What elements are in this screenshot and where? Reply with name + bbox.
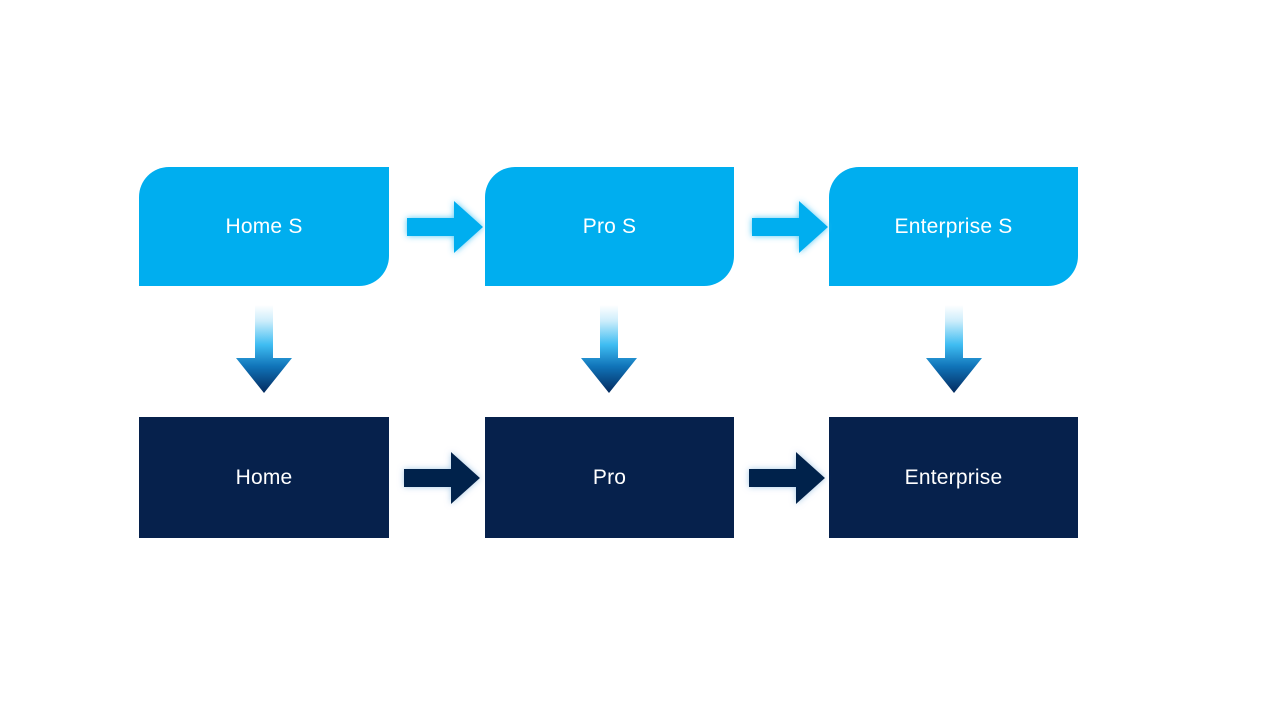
node-pro-s[interactable]: Pro S: [485, 167, 734, 286]
node-home-s-label: Home S: [225, 214, 303, 238]
node-pro[interactable]: Pro: [485, 417, 734, 538]
node-home-s[interactable]: Home S: [139, 167, 389, 286]
arrow-pro-s-to-enterprise-s-icon: [750, 198, 830, 256]
arrow-pro-to-enterprise-icon: [747, 449, 827, 507]
arrow-enterprise-s-to-enterprise-icon: [923, 305, 985, 395]
arrow-home-to-pro-icon: [402, 449, 482, 507]
node-enterprise-s[interactable]: Enterprise S: [829, 167, 1078, 286]
node-home[interactable]: Home: [139, 417, 389, 538]
arrow-home-s-to-pro-s-icon: [405, 198, 485, 256]
node-pro-label: Pro: [592, 465, 627, 489]
node-enterprise-s-label: Enterprise S: [894, 214, 1013, 238]
node-enterprise-label: Enterprise: [904, 465, 1003, 489]
node-pro-s-label: Pro S: [582, 214, 637, 238]
arrow-home-s-to-home-icon: [233, 305, 295, 395]
node-home-label: Home: [235, 465, 293, 489]
node-enterprise[interactable]: Enterprise: [829, 417, 1078, 538]
arrow-pro-s-to-pro-icon: [578, 305, 640, 395]
